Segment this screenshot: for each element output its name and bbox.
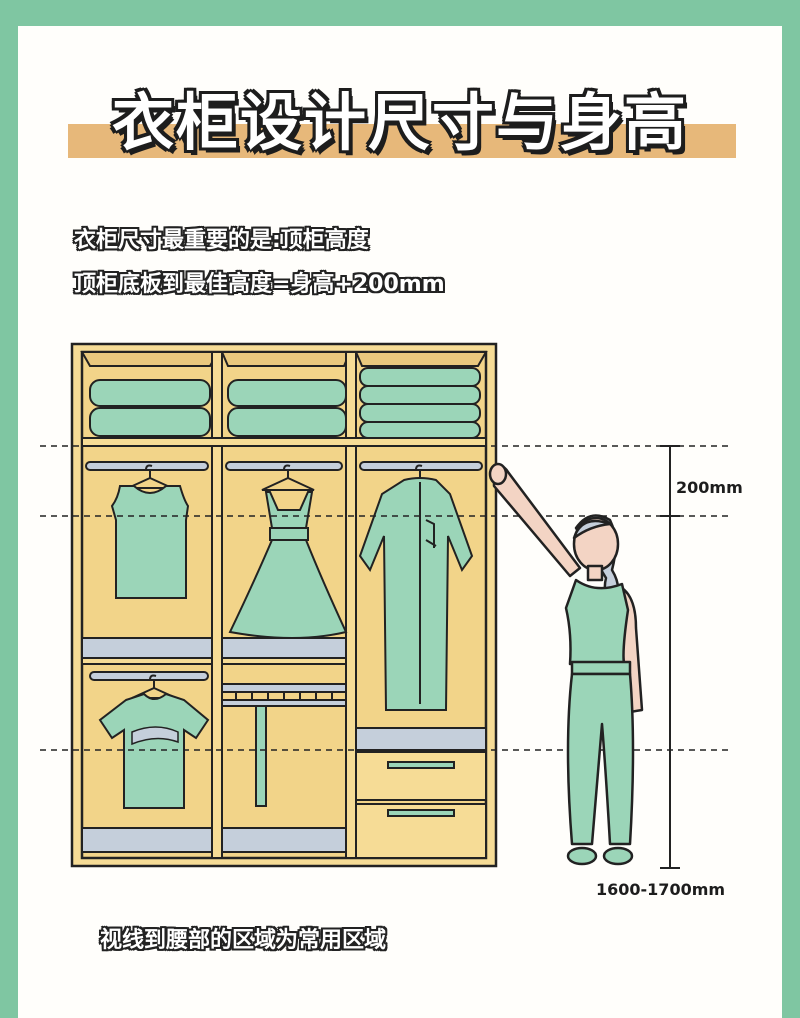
body-height-label: 1600-1700mm bbox=[596, 880, 726, 899]
page-title: 衣柜设计尺寸与身高 bbox=[111, 86, 688, 159]
folded-blankets bbox=[89, 367, 481, 439]
tshirt-print bbox=[131, 726, 179, 746]
dimension-line bbox=[660, 445, 680, 869]
title-highlight-bar bbox=[68, 124, 736, 158]
top-shelf bbox=[81, 437, 487, 447]
upper-gap-label: 200mm bbox=[676, 478, 743, 497]
vertical-dividers bbox=[211, 351, 357, 859]
footer-note: 视线到腰部的区域为常用区域 bbox=[94, 922, 391, 958]
intro-line-2-text: 顶柜底板到最佳高度=身高+200mm bbox=[74, 272, 445, 297]
middle-shelves bbox=[81, 637, 347, 665]
woman-figure bbox=[488, 462, 644, 866]
belt-rack bbox=[221, 683, 347, 807]
intro-line-1: 衣柜尺寸最重要的是:顶柜高度 bbox=[72, 222, 373, 256]
dress-garment bbox=[228, 491, 348, 639]
top-compartments bbox=[80, 351, 488, 367]
tshirt-garment bbox=[98, 692, 210, 809]
tank-top-garment bbox=[110, 485, 190, 599]
footer-note-text: 视线到腰部的区域为常用区域 bbox=[100, 928, 387, 953]
drawers bbox=[355, 751, 487, 859]
long-coat-garment bbox=[358, 477, 474, 711]
title-block: 衣柜设计尺寸与身高 bbox=[0, 0, 800, 180]
intro-line-2: 顶柜底板到最佳高度=身高+200mm bbox=[72, 266, 449, 300]
bottom-shelves bbox=[81, 727, 487, 853]
intro-line-1-text: 衣柜尺寸最重要的是:顶柜高度 bbox=[74, 228, 369, 253]
